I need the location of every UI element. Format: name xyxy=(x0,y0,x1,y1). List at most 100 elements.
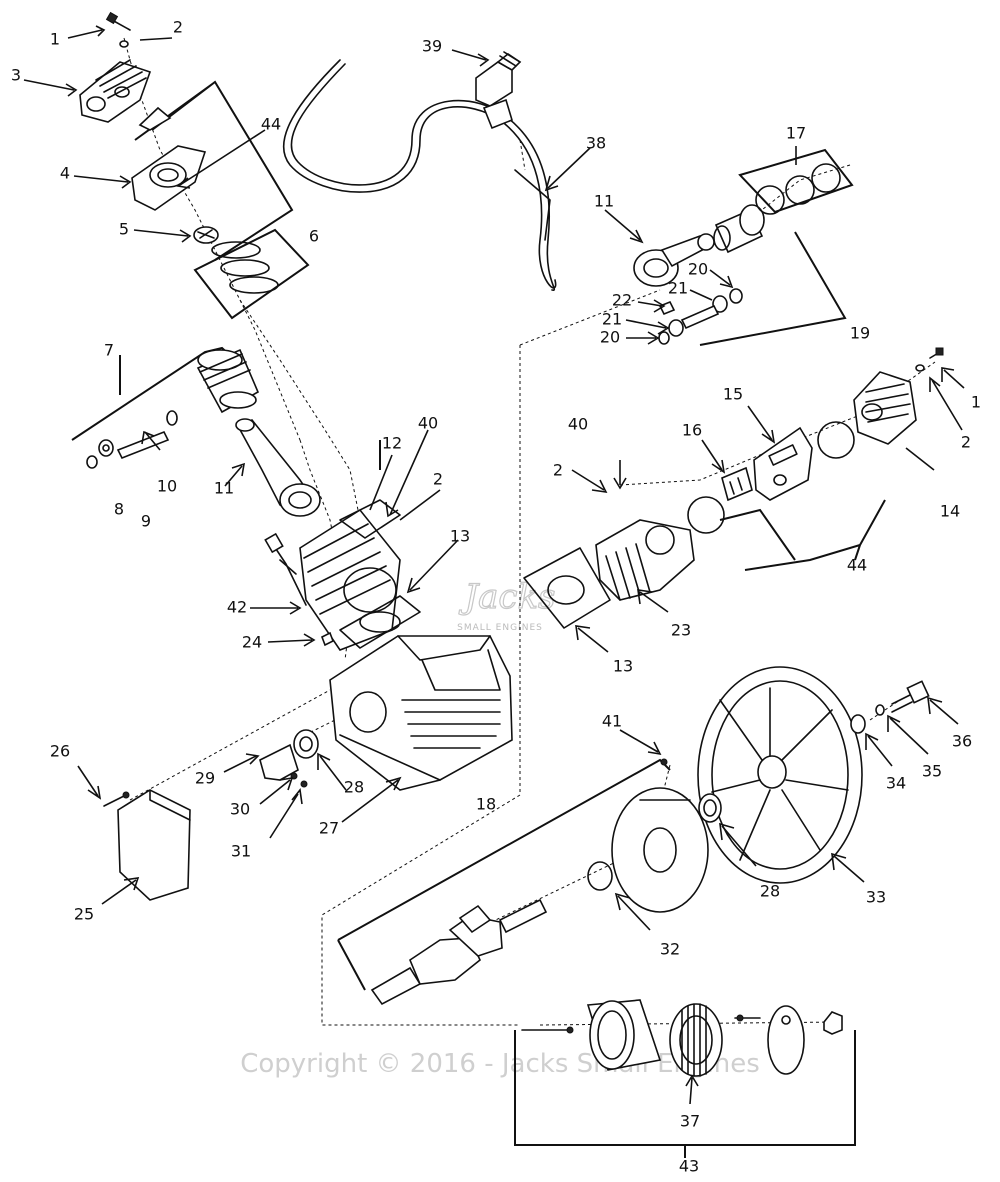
callout-34: 34 xyxy=(886,774,906,793)
crankshaft-icon xyxy=(370,898,548,1006)
callout-2: 2 xyxy=(553,461,563,480)
callout-24: 24 xyxy=(242,633,262,652)
reed-valve-icon xyxy=(138,106,172,131)
washer-icon xyxy=(850,714,866,734)
callout-20: 20 xyxy=(688,260,708,279)
screw-icon xyxy=(660,758,668,766)
screw-icon xyxy=(300,780,308,788)
piston-icon xyxy=(196,348,260,414)
crankcase-cover-icon xyxy=(117,789,191,901)
pulley-sleeve-icon xyxy=(586,999,662,1071)
callout-18: 18 xyxy=(476,795,496,814)
callout-44: 44 xyxy=(847,556,867,575)
relief-valve-icon xyxy=(264,532,307,606)
nut-plate-icon xyxy=(823,1011,843,1035)
gasket-icon xyxy=(687,496,725,534)
callout-19: 19 xyxy=(850,324,870,343)
gasket-right xyxy=(523,547,611,629)
callout-38: 38 xyxy=(586,134,606,153)
connecting-rod-icon xyxy=(633,233,715,287)
callout-26: 26 xyxy=(50,742,70,761)
piston-rings-icon xyxy=(211,241,279,294)
flywheel-icon xyxy=(697,666,863,884)
piston-assembly-right xyxy=(633,163,841,345)
callout-33: 33 xyxy=(866,888,886,907)
callout-2: 2 xyxy=(173,18,183,37)
callout-27: 27 xyxy=(319,819,339,838)
bolt-icon xyxy=(891,680,930,713)
callout-3: 3 xyxy=(11,66,21,85)
piston-rings-icon xyxy=(755,163,841,215)
callout-44: 44 xyxy=(261,115,281,134)
callout-15: 15 xyxy=(723,385,743,404)
callout-41: 41 xyxy=(602,712,622,731)
fan-cage-icon xyxy=(669,1003,723,1077)
valve-plate-icon xyxy=(131,145,207,211)
callout-11: 11 xyxy=(594,192,614,211)
callout-28: 28 xyxy=(344,778,364,797)
o-ring-icon xyxy=(587,861,613,891)
fan-shroud-icon xyxy=(611,787,709,913)
head-assembly-left xyxy=(79,11,321,517)
washer-icon xyxy=(915,364,925,372)
callout-30: 30 xyxy=(230,800,250,819)
callout-5: 5 xyxy=(119,220,129,239)
elbow-fitting-icon xyxy=(475,51,522,130)
callout-28: 28 xyxy=(760,882,780,901)
bolt-icon xyxy=(929,347,944,359)
valve-icon xyxy=(721,466,753,502)
callout-4: 4 xyxy=(60,164,70,183)
sight-glass-icon xyxy=(259,743,299,781)
cylinder-head-icon xyxy=(79,59,152,123)
crankcase-icon xyxy=(329,635,513,791)
connecting-rod-icon xyxy=(235,418,321,517)
bolt-icon xyxy=(105,11,131,31)
lock-washer-icon xyxy=(875,704,885,716)
callout-6: 6 xyxy=(309,227,319,246)
valve-plate-icon xyxy=(753,426,813,501)
callout-42: 42 xyxy=(227,598,247,617)
callout-13: 13 xyxy=(450,527,470,546)
cylinder-left xyxy=(299,499,401,651)
leader-arrows xyxy=(23,25,965,1105)
cylinder-head-icon xyxy=(853,371,917,445)
cylinder-right xyxy=(595,519,695,601)
valve-disc-icon xyxy=(193,226,219,244)
callout-29: 29 xyxy=(195,769,215,788)
callout-14: 14 xyxy=(940,502,960,521)
head-assembly-right xyxy=(687,347,944,534)
callout-37: 37 xyxy=(680,1112,700,1131)
watermark-logo-sub: SMALL ENGINES xyxy=(457,623,543,633)
callout-31: 31 xyxy=(231,842,251,861)
callout-23: 23 xyxy=(671,621,691,640)
callout-36: 36 xyxy=(952,732,972,751)
group-brackets xyxy=(71,80,886,1158)
screw-icon xyxy=(103,791,130,807)
callout-40: 40 xyxy=(418,414,438,433)
watermark-logo: Jacks xyxy=(459,577,556,617)
callout-32: 32 xyxy=(660,940,680,959)
gasket-icon xyxy=(817,421,855,459)
callout-22: 22 xyxy=(612,291,632,310)
callout-1: 1 xyxy=(971,393,981,412)
wrist-pin-icon xyxy=(86,410,178,469)
callout-labels: 1 2 3 44 4 5 6 7 8 9 10 11 12 40 2 13 42… xyxy=(11,18,981,1176)
callout-21: 21 xyxy=(602,310,622,329)
air-hose-icon xyxy=(282,59,557,291)
callout-39: 39 xyxy=(422,37,442,56)
callout-1: 1 xyxy=(50,30,60,49)
callout-13: 13 xyxy=(613,657,633,676)
gasket-left xyxy=(339,595,421,649)
washer-icon xyxy=(119,40,129,48)
callout-9: 9 xyxy=(141,512,151,531)
callout-21: 21 xyxy=(668,279,688,298)
callout-25: 25 xyxy=(74,905,94,924)
end-plate-icon xyxy=(767,1005,805,1075)
callout-10: 10 xyxy=(157,477,177,496)
callout-12: 12 xyxy=(382,434,402,453)
callout-17: 17 xyxy=(786,124,806,143)
callout-40: 40 xyxy=(568,415,588,434)
callout-20: 20 xyxy=(600,328,620,347)
callout-16: 16 xyxy=(682,421,702,440)
plug-icon xyxy=(320,631,335,647)
